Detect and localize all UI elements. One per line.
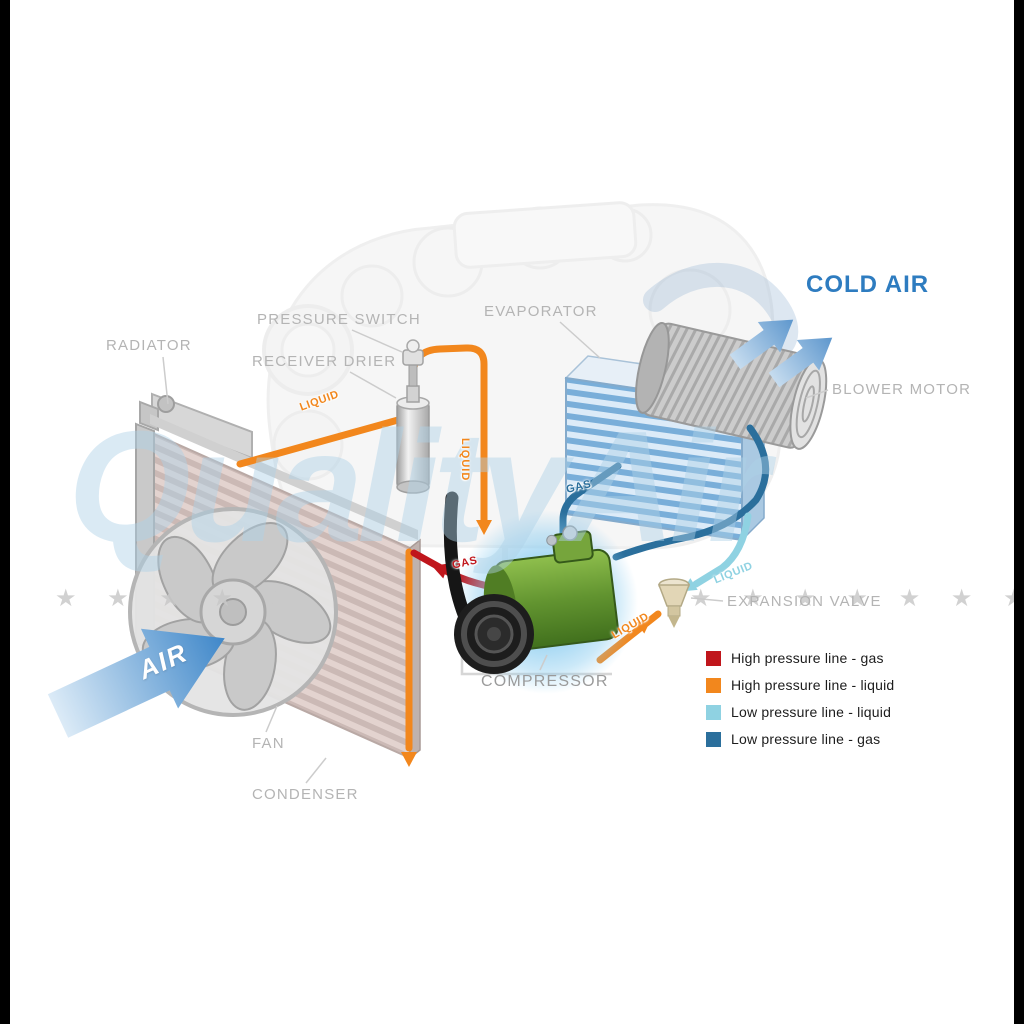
label-pressure-switch: PRESSURE SWITCH	[257, 311, 421, 328]
air-arrow	[47, 628, 225, 738]
legend-swatch-lp-gas	[706, 731, 721, 747]
legend-label-lp-liquid: Low pressure line - liquid	[731, 704, 892, 720]
legend-item-hp-gas: High pressure line - gas	[706, 650, 894, 666]
label-radiator: RADIATOR	[106, 337, 192, 354]
legend-item-lp-gas: Low pressure line - gas	[706, 731, 894, 747]
label-fan: FAN	[252, 735, 285, 752]
cold-air-label: COLD AIR	[806, 271, 930, 298]
receiver-drier-graphic	[396, 385, 430, 494]
legend-swatch-lp-liquid	[706, 704, 721, 720]
legend-label-lp-gas: Low pressure line - gas	[731, 731, 881, 747]
legend: High pressure line - gas High pressure l…	[706, 650, 894, 758]
legend-label-hp-liquid: High pressure line - liquid	[731, 677, 895, 693]
legend-item-lp-liquid: Low pressure line - liquid	[706, 704, 894, 720]
pressure-switch-graphic	[402, 339, 424, 387]
legend-swatch-hp-gas	[706, 650, 721, 666]
refrigerant-line-hp-liquid-condenser	[236, 416, 417, 767]
label-receiver-drier: RECEIVER DRIER	[252, 353, 397, 370]
label-compressor: COMPRESSOR	[481, 673, 609, 690]
label-evaporator: EVAPORATOR	[484, 303, 598, 320]
legend-label-hp-gas: High pressure line - gas	[731, 650, 884, 666]
legend-swatch-hp-liquid	[706, 677, 721, 693]
expansion-valve-graphic	[657, 578, 691, 628]
legend-item-hp-liquid: High pressure line - liquid	[706, 677, 894, 693]
cold-air-arrows	[729, 319, 833, 388]
right-black-bar	[1014, 0, 1024, 1024]
compressor-graphic	[443, 491, 638, 694]
label-blower-motor: BLOWER MOTOR	[832, 381, 972, 398]
blower-motor-graphic	[635, 321, 828, 450]
flow-label-liquid-drier: LIQUID	[459, 438, 471, 482]
label-expansion-valve: EXPANSION VALVE	[727, 593, 882, 610]
label-condenser: CONDENSER	[252, 786, 359, 803]
left-black-bar	[0, 0, 10, 1024]
leader-lines	[162, 321, 829, 784]
